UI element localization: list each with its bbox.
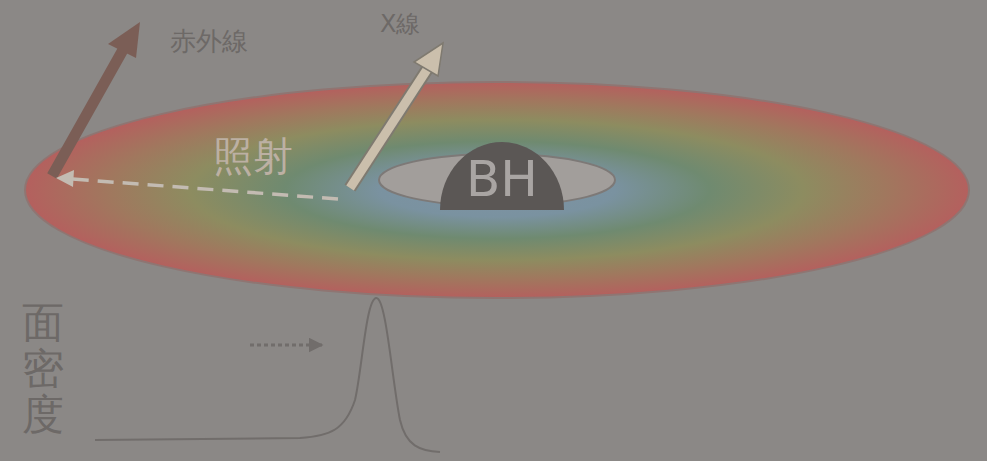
motion-arrow	[250, 344, 322, 347]
node-label: BH	[466, 154, 538, 210]
xray-arrow	[350, 43, 443, 188]
irradiation-label: 照射	[213, 136, 293, 176]
density-curve	[95, 298, 440, 452]
infrared-label: 赤外線	[170, 28, 248, 54]
irradiation-line	[56, 170, 338, 199]
dome-fill	[440, 142, 564, 210]
black-hole: BH	[440, 140, 564, 210]
density-axis-label: 面密度	[22, 300, 64, 439]
accretion-disk	[25, 82, 969, 298]
infrared-arrow	[52, 22, 140, 176]
xray-label: X線	[380, 12, 420, 36]
